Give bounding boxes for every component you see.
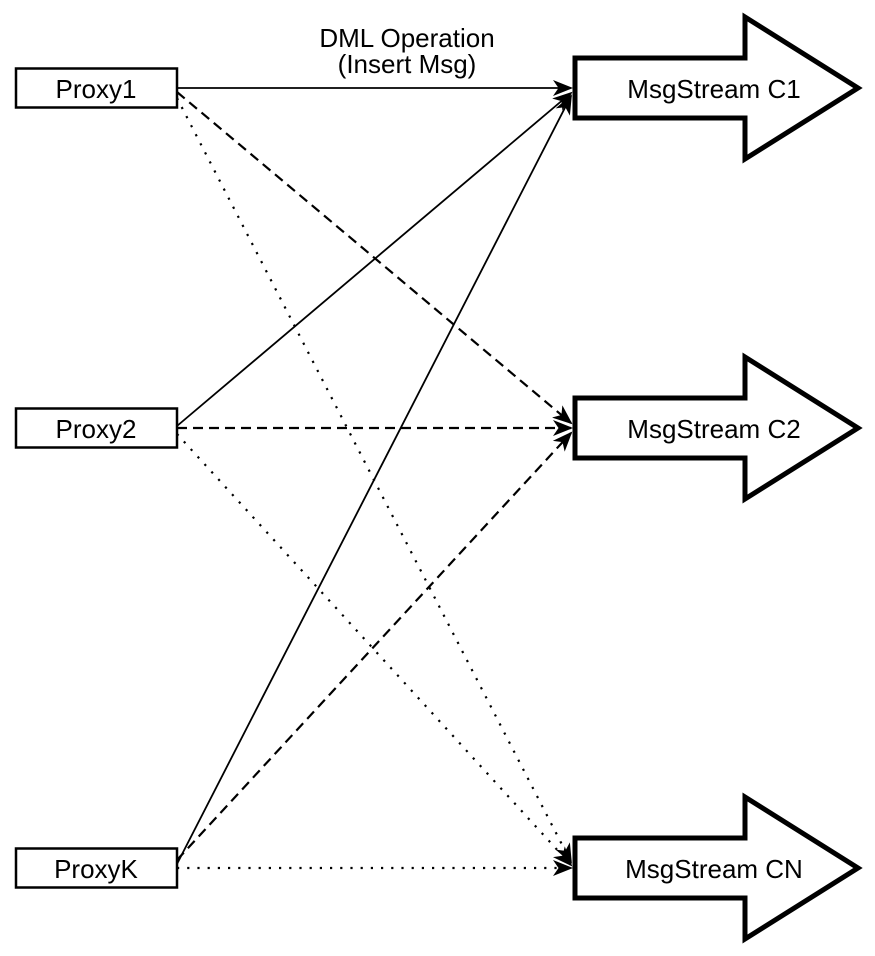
annotation-line2: (Insert Msg) (338, 49, 477, 79)
proxyk-node: ProxyK (14, 847, 179, 889)
edge-proxy2-cn-dotted (176, 433, 573, 867)
msgstream-cn-node: MsgStream CN (572, 792, 863, 944)
stream-nodes: MsgStream C1 MsgStream C2 MsgStream CN (572, 12, 863, 944)
edge-proxy1-cn-dotted (176, 97, 572, 864)
annotation: DML Operation (Insert Msg) (319, 23, 494, 79)
proxyk-label: ProxyK (54, 854, 138, 884)
msgstream-cn-arrow (572, 792, 863, 944)
proxy2-label: Proxy2 (56, 414, 137, 444)
msgstream-c1-arrow (572, 12, 863, 164)
proxy2-box (14, 407, 179, 449)
edges (176, 80, 573, 876)
msgstream-c1-node: MsgStream C1 (572, 12, 863, 164)
proxy1-label: Proxy1 (56, 74, 137, 104)
proxy1-box (14, 67, 179, 109)
edge-proxy1-c2-dashed (176, 91, 573, 425)
msgstream-c2-label: MsgStream C2 (627, 414, 800, 444)
proxy1-node: Proxy1 (14, 67, 179, 109)
edge-proxyk-c2-dashed (176, 431, 573, 861)
annotation-line1: DML Operation (319, 23, 494, 53)
msgstream-c1-label: MsgStream C1 (627, 74, 800, 104)
proxy2-node: Proxy2 (14, 407, 179, 449)
proxyk-box (14, 847, 179, 889)
msgstream-c2-arrow (572, 352, 863, 504)
edge-proxy2-c1-solid (176, 91, 573, 427)
proxy-nodes: Proxy1 Proxy2 ProxyK (14, 67, 179, 889)
msgstream-cn-label: MsgStream CN (625, 854, 803, 884)
msgstream-c2-node: MsgStream C2 (572, 352, 863, 504)
